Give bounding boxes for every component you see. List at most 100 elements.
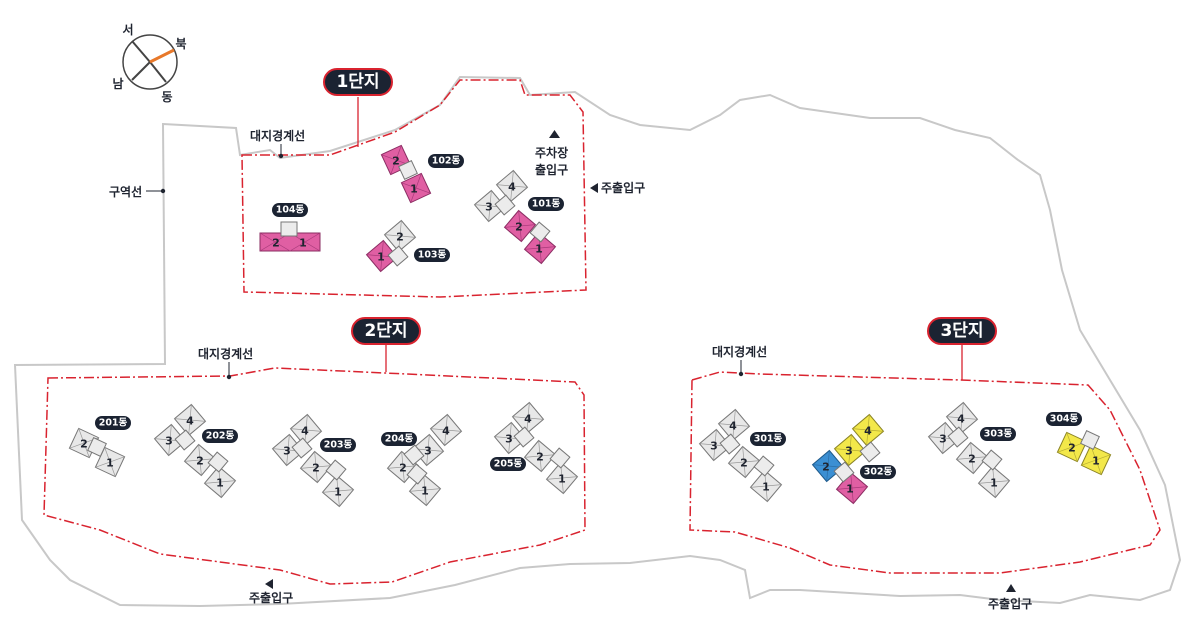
complex-pill-1: 1단지 [323, 68, 393, 147]
svg-text:주차장: 주차장 [535, 145, 568, 160]
svg-text:1: 1 [377, 251, 385, 264]
svg-text:1: 1 [846, 483, 854, 496]
main-entrance-label-3: 주출입구 [988, 584, 1032, 611]
svg-text:1: 1 [535, 243, 543, 256]
svg-text:4: 4 [508, 181, 516, 194]
svg-text:1: 1 [334, 486, 342, 499]
svg-text:201동: 201동 [99, 418, 128, 429]
compass-west: 서 [122, 22, 133, 37]
compass-east: 동 [161, 90, 172, 104]
svg-text:1: 1 [558, 473, 566, 486]
svg-text:3: 3 [710, 440, 718, 453]
building-205[interactable]: 3 4 2 1 205동 [490, 402, 578, 494]
svg-text:구역선: 구역선 [109, 184, 142, 199]
building-103[interactable]: 1 2 103동 [366, 220, 450, 272]
svg-text:1: 1 [410, 183, 418, 196]
svg-text:304동: 304동 [1050, 414, 1079, 425]
district-line-label: 구역선 [109, 184, 166, 199]
svg-text:103동: 103동 [418, 250, 447, 261]
svg-text:303동: 303동 [984, 429, 1013, 440]
svg-text:4: 4 [524, 413, 532, 426]
svg-text:주출입구: 주출입구 [988, 596, 1032, 611]
building-301[interactable]: 3 4 2 1 301동 [699, 409, 786, 502]
main-entrance-label-2: 주출입구 [249, 579, 293, 605]
svg-text:3: 3 [424, 445, 432, 458]
svg-text:2단지: 2단지 [364, 321, 407, 341]
svg-text:101동: 101동 [532, 199, 561, 210]
svg-text:1: 1 [990, 477, 998, 490]
site-boundary-label-1: 대지경계선 [250, 128, 305, 159]
svg-text:3: 3 [939, 433, 947, 446]
svg-text:1: 1 [421, 485, 429, 498]
svg-text:104동: 104동 [276, 205, 305, 216]
building-303[interactable]: 3 4 2 1 303동 [928, 402, 1016, 498]
svg-text:301동: 301동 [754, 434, 783, 445]
svg-text:대지경계선: 대지경계선 [712, 344, 767, 359]
svg-text:4: 4 [864, 425, 872, 438]
svg-text:2: 2 [740, 457, 748, 470]
svg-text:2: 2 [396, 231, 404, 244]
svg-text:2: 2 [312, 462, 320, 475]
compass-south: 남 [112, 76, 123, 91]
building-102[interactable]: 2 1 102동 [380, 144, 464, 204]
compass-north: 북 [175, 37, 186, 51]
svg-text:3단지: 3단지 [940, 321, 983, 341]
svg-text:3: 3 [283, 445, 291, 458]
building-201[interactable]: 2 1 201동 [68, 416, 131, 478]
building-304[interactable]: 2 1 304동 [1046, 412, 1112, 476]
svg-text:1: 1 [762, 481, 770, 494]
svg-text:1: 1 [216, 477, 224, 490]
site-boundary-complex-3 [689, 371, 1161, 574]
svg-text:205동: 205동 [494, 459, 523, 470]
main-entrance-label-1: 주출입구 [590, 180, 645, 195]
building-302[interactable]: 2 3 4 1 302동 [812, 414, 896, 504]
site-boundary-complex-2 [43, 367, 586, 585]
svg-text:2: 2 [1068, 442, 1076, 455]
parking-entrance-label: 주차장 출입구 [535, 130, 568, 177]
svg-text:4: 4 [442, 425, 450, 438]
svg-text:2: 2 [399, 462, 407, 475]
svg-text:주출입구: 주출입구 [249, 590, 293, 605]
district-line [13, 75, 1182, 608]
svg-text:2: 2 [392, 155, 400, 168]
site-boundary-label-3: 대지경계선 [712, 344, 767, 377]
svg-text:302동: 302동 [864, 467, 893, 478]
svg-text:2: 2 [822, 461, 830, 474]
svg-text:3: 3 [845, 445, 853, 458]
svg-text:대지경계선: 대지경계선 [198, 346, 253, 361]
svg-text:1: 1 [299, 237, 307, 250]
svg-text:2: 2 [968, 453, 976, 466]
building-202[interactable]: 3 4 2 1 202동 [154, 404, 238, 498]
svg-text:4: 4 [186, 415, 194, 428]
svg-text:1: 1 [106, 457, 114, 470]
site-boundary-complex-1 [241, 79, 587, 298]
svg-text:2: 2 [515, 221, 523, 234]
building-101[interactable]: 3 4 2 1 101동 [474, 170, 564, 264]
complex-pill-2: 2단지 [351, 317, 421, 372]
svg-text:204동: 204동 [385, 434, 414, 445]
svg-text:202동: 202동 [206, 431, 235, 442]
svg-text:4: 4 [729, 420, 737, 433]
svg-text:2: 2 [80, 438, 88, 451]
svg-text:2: 2 [272, 237, 280, 250]
compass: 서 북 남 동 [112, 22, 186, 104]
svg-text:주출입구: 주출입구 [601, 180, 645, 195]
svg-text:3: 3 [165, 435, 173, 448]
svg-text:2: 2 [536, 451, 544, 464]
svg-text:출입구: 출입구 [535, 162, 568, 177]
svg-text:3: 3 [505, 433, 513, 446]
svg-text:2: 2 [196, 455, 204, 468]
svg-text:1단지: 1단지 [336, 72, 379, 92]
svg-text:4: 4 [957, 413, 965, 426]
svg-text:3: 3 [485, 201, 493, 214]
svg-text:4: 4 [301, 425, 309, 438]
svg-text:대지경계선: 대지경계선 [250, 128, 305, 143]
site-boundary-label-2: 대지경계선 [198, 346, 253, 380]
building-203[interactable]: 3 4 2 1 203동 [272, 414, 356, 507]
svg-text:203동: 203동 [324, 440, 353, 451]
building-104[interactable]: 2 1 104동 [259, 203, 321, 252]
complex-pill-3: 3단지 [927, 317, 997, 380]
building-204[interactable]: 3 4 2 1 204동 [381, 414, 462, 506]
svg-text:102동: 102동 [432, 156, 461, 167]
